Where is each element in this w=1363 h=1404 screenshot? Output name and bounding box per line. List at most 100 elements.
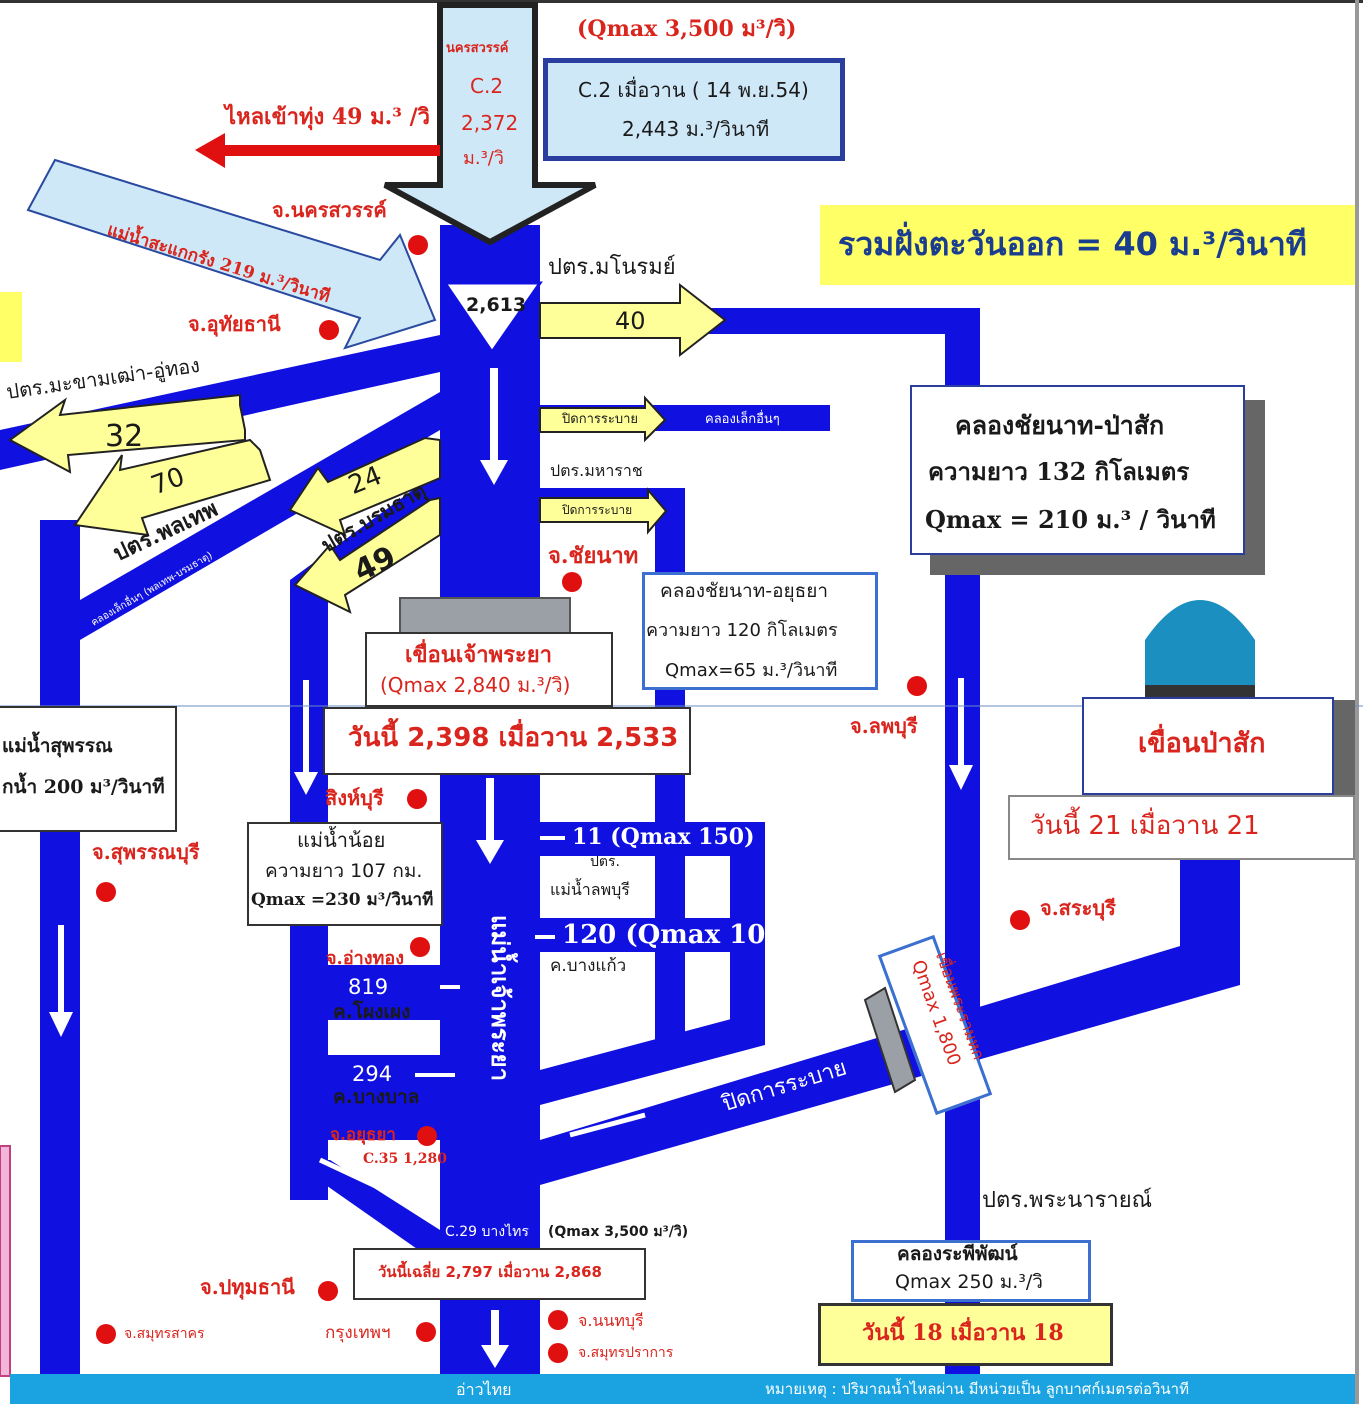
- chainat-ayutthaya-line3: Qmax=65 ม.³/วินาที: [665, 660, 838, 681]
- lopburi-branch: [540, 822, 765, 856]
- dam-qmax-label: (Qmax 2,840 ม.³/วิ): [380, 673, 571, 697]
- province-pathumthani: จ.ปทุมธานี: [200, 1275, 295, 1299]
- province-dot-angthong: [410, 937, 430, 957]
- lopburi-return: [540, 1010, 765, 1105]
- chao-phraya-dam-structure: [399, 597, 571, 634]
- closed-gate-1-label: ปิดการระบาย: [562, 412, 638, 427]
- right-border: [1355, 0, 1359, 1404]
- bangkaeo-branch: [540, 918, 765, 952]
- c2-value-label: 2,372: [461, 111, 519, 135]
- chainat-pasak-line1: คลองชัยนาท-ป่าสัก: [955, 411, 1165, 440]
- lopburi-gate-flow-label: 11 (Qmax 150): [572, 824, 755, 850]
- province-suphanburi: จ.สุพรรณบุรี: [92, 840, 200, 864]
- pasak-today-label: วันนี้ 21 เมื่อวาน 21: [1030, 811, 1260, 841]
- province-ayutthaya: จ.อยุธยา: [330, 1125, 396, 1145]
- chainat-ayutthaya-line1: คลองชัยนาท-อยุธยา: [660, 580, 829, 602]
- chainat-pasak-box: [910, 385, 1245, 555]
- province-dot-nonthaburi: [548, 1310, 568, 1330]
- closed-gate-2-label: ปิดการระบาย: [562, 503, 633, 517]
- flow-arrow-2: [486, 778, 494, 843]
- province-lopburi: จ.ลพบุรี: [850, 714, 918, 738]
- manorom-flow-arrow: [539, 282, 727, 358]
- makham-white-arrow: [329, 392, 366, 413]
- raphiphat-line2: Qmax 250 ม.³/วิ: [895, 1271, 1043, 1293]
- dam-today-label: วันนี้ 2,398 เมื่อวาน 2,533: [348, 723, 679, 753]
- province-dot-lopburi: [907, 676, 927, 696]
- noi-line1: แม่น้ำน้อย: [297, 828, 386, 852]
- pasak-dam-dome: [1145, 600, 1255, 690]
- overflow-arrow-shaft: [225, 145, 440, 156]
- bangkaeo-label: ค.บางแก้ว: [550, 956, 627, 976]
- suphan-flow-arrow-head: [49, 1012, 73, 1037]
- noi-return-white-arrow: [318, 1157, 397, 1198]
- east-total-box: [820, 205, 1355, 285]
- footer-note: หมายเหตุ : ปริมาณน้ำไหลผ่าน มีหน่วยเป็น …: [765, 1380, 1189, 1398]
- makham-flow-label: 32: [105, 419, 144, 454]
- chao-phraya-dam-box: [365, 632, 613, 707]
- manorom-gate-label: ปตร.มโนรมย์: [548, 255, 676, 280]
- pasak-dam-box: [1082, 697, 1334, 795]
- nakhon-sawan-inflow-arrow: [383, 2, 597, 246]
- closed-gate-1-arrow: [539, 395, 667, 443]
- province-bangkok: กรุงเทพฯ: [325, 1323, 391, 1343]
- flow-arrow-1: [490, 368, 498, 463]
- pasak-upper-white-arrow: [1094, 942, 1146, 968]
- chainat-ayutthaya-line2: ความยาว 120 กิโลเมตร: [646, 620, 838, 641]
- c2-code-label: C.2: [470, 74, 504, 98]
- province-uthai-thani: จ.อุทัยธานี: [188, 312, 281, 336]
- dam-today-box: [323, 707, 691, 775]
- pasak-today-box: [1008, 795, 1355, 860]
- borommathat-flow-arrow: [288, 436, 441, 537]
- qmax-top-label: (Qmax 3,500 ม³/วิ): [577, 16, 797, 42]
- c29-label: C.29 บางไทร: [445, 1224, 529, 1240]
- raphiphat-line1: คลองระพีพัฒน์: [897, 1243, 1018, 1265]
- province-dot-bangkok: [416, 1322, 436, 1342]
- province-dot-chainat: [562, 572, 582, 592]
- province-dot-saraburi: [1010, 910, 1030, 930]
- province-dot-samut-sakhon: [96, 1324, 116, 1344]
- gulf-label: อ่าวไทย: [456, 1380, 512, 1399]
- footer-bar: [10, 1374, 1355, 1404]
- bangkaeo-flow-label: 120 (Qmax 100): [562, 920, 796, 950]
- noi-line3: Qmax =230 ม³/วินาที: [251, 890, 434, 910]
- province-dot-singburi: [407, 789, 427, 809]
- raphiphat-today-box: [818, 1303, 1113, 1366]
- raphiphat-today-label: วันนี้ 18 เมื่อวาน 18: [862, 1320, 1064, 1346]
- province-nakhon-sawan: จ.นครสวรรค์: [272, 198, 387, 222]
- flow-arrow-3-head: [481, 1345, 509, 1368]
- noi-flow-arrow: [293, 496, 441, 614]
- phongpheng-flow-label: 819: [348, 975, 389, 999]
- chainat-pasak-flow-arrow: [958, 678, 964, 768]
- flow-arrow-1-head: [480, 460, 508, 485]
- lopburi-gate-name2: แม่น้ำลพบุรี: [550, 880, 630, 899]
- c2-station-label: นครสวรรค์: [446, 41, 509, 56]
- c2-unit-label: ม.³/วิ: [463, 148, 504, 169]
- top-border: [0, 0, 1363, 3]
- flow-arrow-3: [491, 1310, 499, 1350]
- east-total-label: รวมฝั่งตะวันออก = 40 ม.³/วินาที: [838, 225, 1307, 263]
- maharaj-gate-label: ปตร.มหาราช: [550, 461, 643, 480]
- noi-river-box: [247, 822, 443, 926]
- pasak-white-arrow: [569, 1112, 646, 1138]
- lopburi-gate-name: ปตร.: [590, 854, 620, 870]
- chainat-pasak-flow-head: [949, 765, 973, 790]
- noi-flow-arrow-down-head: [294, 772, 318, 795]
- left-pink-box: [0, 1145, 11, 1377]
- closed-gate-2-arrow: [539, 487, 668, 535]
- noi-river-return: [290, 1160, 440, 1265]
- c29-today-box: [353, 1248, 646, 1300]
- phonlathep-canal: [80, 392, 440, 640]
- c35-label: C.35 1,280: [363, 1151, 447, 1167]
- c2-yesterday-line1: C.2 เมื่อวาน ( 14 พ.ย.54): [578, 78, 809, 102]
- province-dot-suphanburi: [96, 882, 116, 902]
- phra-narai-gate-label: ปตร.พระนารายณ์: [982, 1188, 1153, 1213]
- province-chainat: จ.ชัยนาท: [548, 543, 639, 569]
- raphiphat-box: [851, 1240, 1091, 1302]
- main-flow-triangle: [442, 281, 543, 355]
- c2-yesterday-line2: 2,443 ม.³/วินาที: [622, 117, 770, 141]
- bangban-canal: [328, 1055, 440, 1140]
- left-yellow-tab: [0, 292, 22, 362]
- noi-flow-arrow-down: [303, 680, 309, 775]
- chainat-ayutthaya-box: [642, 572, 878, 690]
